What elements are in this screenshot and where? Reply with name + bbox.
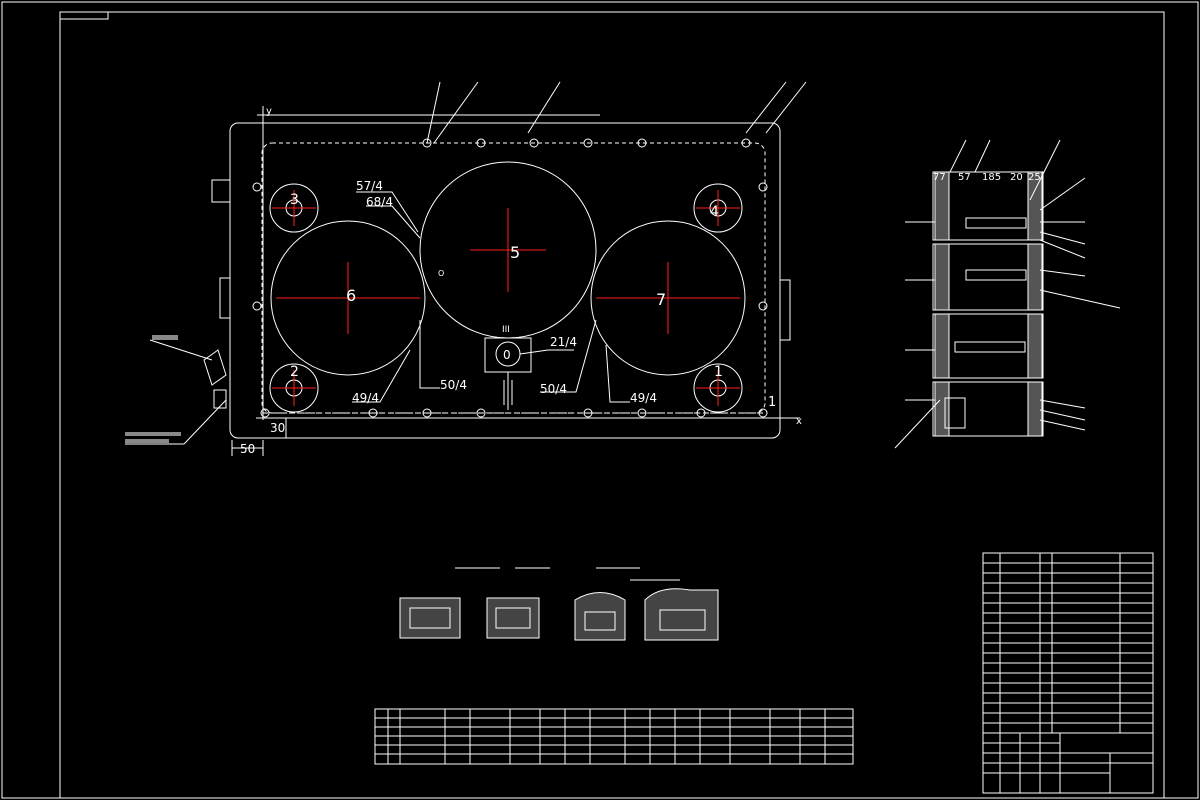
sheet-corner-box bbox=[59, 11, 109, 20]
title-block bbox=[982, 732, 1154, 794]
section-val-77: 77 bbox=[933, 172, 946, 183]
axes bbox=[256, 106, 800, 420]
dimension-50: 50 bbox=[240, 442, 255, 456]
oil-filler bbox=[203, 349, 227, 386]
o-mark: O bbox=[438, 269, 444, 278]
section-view bbox=[932, 171, 1085, 437]
callout-leaders bbox=[352, 191, 630, 403]
gear-1-circle bbox=[693, 363, 743, 413]
dimension-lines bbox=[231, 418, 287, 456]
section-val-20: 20 bbox=[1010, 172, 1023, 183]
gear-3-circle bbox=[269, 183, 319, 233]
parts-list bbox=[982, 552, 1154, 734]
axis-x-label: x bbox=[796, 416, 802, 427]
callout-49-4-left: 49/4 bbox=[352, 391, 379, 405]
section-header: 77 57 185 20 25 bbox=[933, 172, 1041, 183]
section-val-25: 25 bbox=[1028, 172, 1041, 183]
main-view bbox=[203, 122, 791, 439]
parameter-table bbox=[374, 708, 854, 765]
gear-6-label: 6 bbox=[346, 286, 356, 305]
gear-1-label: 1 bbox=[714, 364, 723, 380]
center-lines bbox=[272, 190, 740, 406]
left-annotations bbox=[125, 335, 227, 445]
left-lug-top bbox=[211, 179, 231, 203]
callout-50-4-right: 50/4 bbox=[540, 382, 567, 396]
axis-y-label: y bbox=[266, 106, 272, 117]
callout-21-4: 21/4 bbox=[550, 335, 577, 349]
housing-inner-dashed bbox=[261, 142, 766, 414]
right-lug bbox=[779, 279, 791, 341]
gear-6-circle bbox=[270, 220, 426, 376]
callout-49-4-right: 49/4 bbox=[630, 391, 657, 405]
gear-7-circle bbox=[590, 220, 746, 376]
callout-57-4: 57/4 bbox=[356, 179, 383, 193]
roman-three-mark: III bbox=[502, 325, 510, 335]
gear-2-label: 2 bbox=[290, 364, 299, 380]
section-val-185: 185 bbox=[982, 172, 1001, 183]
callout-68-4: 68/4 bbox=[366, 195, 393, 209]
gear-2-circle bbox=[269, 363, 319, 413]
gear-5-label: 5 bbox=[510, 243, 520, 262]
gear-7-label: 7 bbox=[656, 290, 666, 309]
drain-plug bbox=[213, 389, 227, 409]
gear-3-label: 3 bbox=[290, 192, 299, 208]
section-leaders bbox=[894, 139, 1121, 449]
gear-0-label: 0 bbox=[503, 348, 511, 362]
detail-views bbox=[399, 567, 719, 641]
bolt-holes bbox=[252, 138, 768, 418]
callout-50-4-left: 50/4 bbox=[440, 378, 467, 392]
dimension-30: 30 bbox=[270, 421, 285, 435]
top-leaders bbox=[257, 81, 807, 144]
gear-4-label: 4 bbox=[710, 204, 719, 220]
left-lug-mid bbox=[219, 277, 231, 319]
housing-outline bbox=[229, 122, 781, 439]
point-1-mark: 1 bbox=[768, 395, 776, 410]
section-val-57: 57 bbox=[958, 172, 971, 183]
sheet-inner-border bbox=[59, 11, 1165, 799]
gear-4-circle bbox=[693, 183, 743, 233]
